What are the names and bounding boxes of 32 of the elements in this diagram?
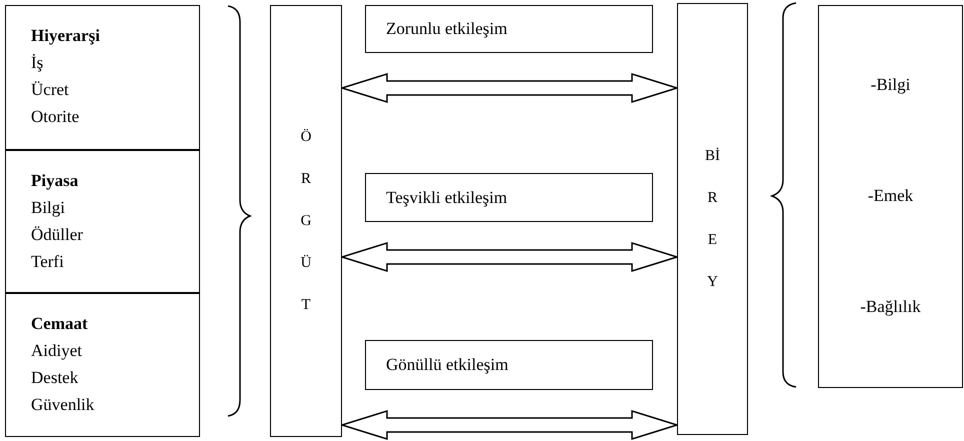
category-box [5, 293, 200, 437]
category-item: Güvenlik [31, 394, 96, 416]
resource-item: -Bağlılık [860, 296, 921, 318]
category-item: Ödüller [31, 224, 84, 246]
actor-bar [270, 5, 342, 437]
interaction-box [365, 173, 653, 222]
interaction-label: Gönüllü etkileşim [386, 354, 508, 376]
category-item: Otorite [31, 106, 80, 128]
actor-bar [677, 3, 748, 435]
vertical-label: ÖRGÜT [300, 128, 312, 315]
resource-box [818, 5, 963, 388]
category-heading: Cemaat [31, 313, 89, 335]
interaction-label: Zorunlu etkileşim [386, 18, 508, 40]
category-box [5, 150, 200, 293]
category-heading: Hiyerarşi [31, 25, 101, 47]
category-item: İş [31, 52, 44, 74]
interaction-box [365, 5, 653, 53]
category-item: Bilgi [31, 197, 66, 219]
double-arrow [339, 242, 680, 272]
double-arrow [339, 410, 680, 440]
category-item: Ücret [31, 79, 70, 101]
category-item: Destek [31, 367, 80, 389]
vertical-label: BİREY [705, 146, 720, 292]
resource-item: -Emek [868, 185, 914, 207]
interaction-box [365, 340, 653, 390]
category-box [5, 5, 200, 150]
category-item: Aidiyet [31, 340, 83, 362]
category-heading: Piyasa [31, 170, 80, 192]
double-arrow [339, 72, 680, 104]
interaction-label: Teşvikli etkileşim [386, 186, 508, 209]
category-item: Terfi [31, 251, 65, 273]
resource-item: -Bilgi [870, 74, 910, 96]
